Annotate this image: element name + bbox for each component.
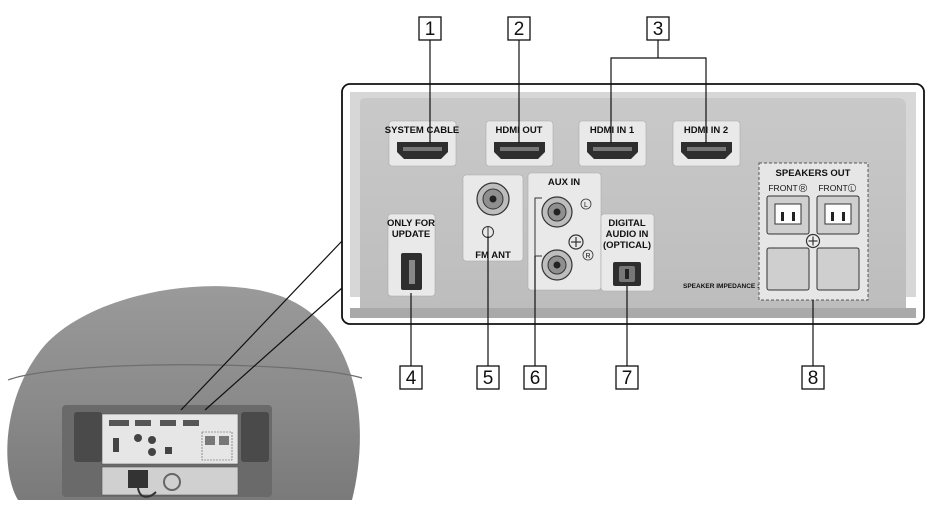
only-for-update-label-1: ONLY FOR xyxy=(387,218,435,229)
only-for-update-label-2: UPDATE xyxy=(392,229,430,240)
callout-3: 3 xyxy=(646,16,670,41)
hdmi-in-1-port: HDMI IN 1 xyxy=(578,120,647,167)
aux-l-label: L xyxy=(584,202,588,209)
svg-text:7: 7 xyxy=(622,368,633,389)
system-cable-label: SYSTEM CABLE xyxy=(385,125,459,136)
front-r-label: FRONT xyxy=(768,183,797,193)
fm-antenna-port: FM ANT xyxy=(462,174,524,262)
svg-text:5: 5 xyxy=(483,368,494,389)
callout-2: 2 xyxy=(507,16,531,41)
callout-5: 5 xyxy=(476,365,500,390)
svg-text:8: 8 xyxy=(808,368,819,389)
optical-input-port: DIGITAL AUDIO IN (OPTICAL) xyxy=(600,213,655,292)
front-r-side-label: R xyxy=(801,187,806,193)
speakers-out-terminal: SPEAKERS OUT FRONT R FRONT L xyxy=(758,162,869,301)
svg-text:3: 3 xyxy=(653,19,664,40)
callout-1: 1 xyxy=(418,16,442,41)
speakers-out-label: SPEAKERS OUT xyxy=(776,168,851,179)
front-l-label: FRONT xyxy=(818,183,847,193)
hdmi-in-1-label: HDMI IN 1 xyxy=(590,125,635,136)
digital-label-2: AUDIO IN xyxy=(606,229,649,240)
svg-text:4: 4 xyxy=(406,368,417,389)
speaker-impedance-label: SPEAKER IMPEDANCE : 3 Ω xyxy=(683,283,772,290)
aux-r-label: R xyxy=(585,253,590,260)
digital-label-1: DIGITAL xyxy=(608,218,645,229)
aux-in-label: AUX IN xyxy=(548,177,580,188)
svg-text:2: 2 xyxy=(514,19,525,40)
subwoofer-device xyxy=(7,240,363,500)
front-l-side-label: L xyxy=(850,187,854,193)
svg-text:6: 6 xyxy=(530,368,541,389)
system-cable-port: SYSTEM CABLE xyxy=(385,120,459,167)
callout-6: 6 xyxy=(523,365,547,390)
callout-lines xyxy=(410,40,814,366)
callout-8: 8 xyxy=(801,365,825,390)
svg-text:1: 1 xyxy=(425,19,436,40)
callout-4: 4 xyxy=(399,365,423,390)
digital-label-3: (OPTICAL) xyxy=(603,240,651,251)
callout-7: 7 xyxy=(615,365,639,390)
fm-ant-label: FM ANT xyxy=(475,250,511,261)
aux-in-port: AUX IN L R xyxy=(527,172,602,291)
usb-update-port: ONLY FOR UPDATE xyxy=(387,213,436,297)
